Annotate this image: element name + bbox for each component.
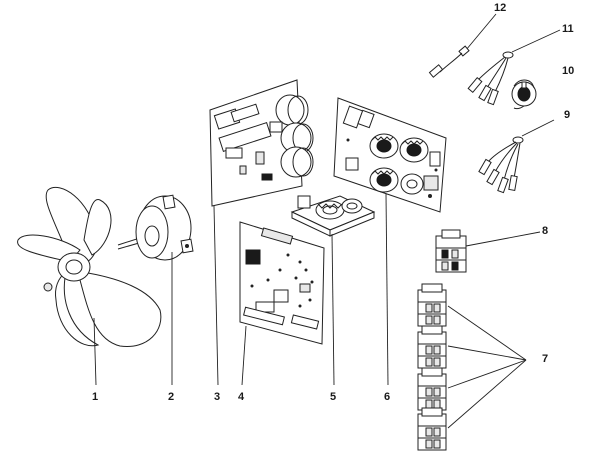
label-2: 2 [168, 391, 174, 403]
label-3: 3 [214, 391, 220, 403]
temp-sensor [428, 13, 497, 78]
label-9: 9 [564, 109, 570, 121]
label-10: 10 [562, 65, 574, 77]
label-6: 6 [384, 391, 390, 403]
terminal-block-single [435, 229, 467, 273]
label-12: 12 [494, 2, 506, 14]
filter-board-small [290, 195, 376, 237]
terminal-block-d [417, 407, 447, 451]
main-pcb [239, 221, 325, 345]
label-11: 11 [562, 23, 574, 35]
control-board [209, 79, 314, 207]
reactor-coil [511, 79, 537, 110]
label-1: 1 [92, 391, 98, 403]
label-8: 8 [542, 225, 548, 237]
label-5: 5 [330, 391, 336, 403]
filter-board-large [333, 97, 447, 213]
terminal-block-c [417, 367, 447, 411]
fan-motor [117, 194, 194, 261]
terminal-block-a [417, 283, 447, 327]
label-7: 7 [542, 353, 548, 365]
fan-blade [17, 186, 162, 347]
leader-lines [93, 193, 541, 429]
sensor-harness-4 [478, 119, 555, 194]
callout-labels: 1 2 3 4 5 6 7 8 9 10 11 12 [92, 2, 574, 403]
sensor-harness-3 [467, 29, 561, 106]
terminal-blocks [417, 283, 447, 451]
terminal-block-b [417, 325, 447, 369]
label-4: 4 [238, 391, 245, 403]
